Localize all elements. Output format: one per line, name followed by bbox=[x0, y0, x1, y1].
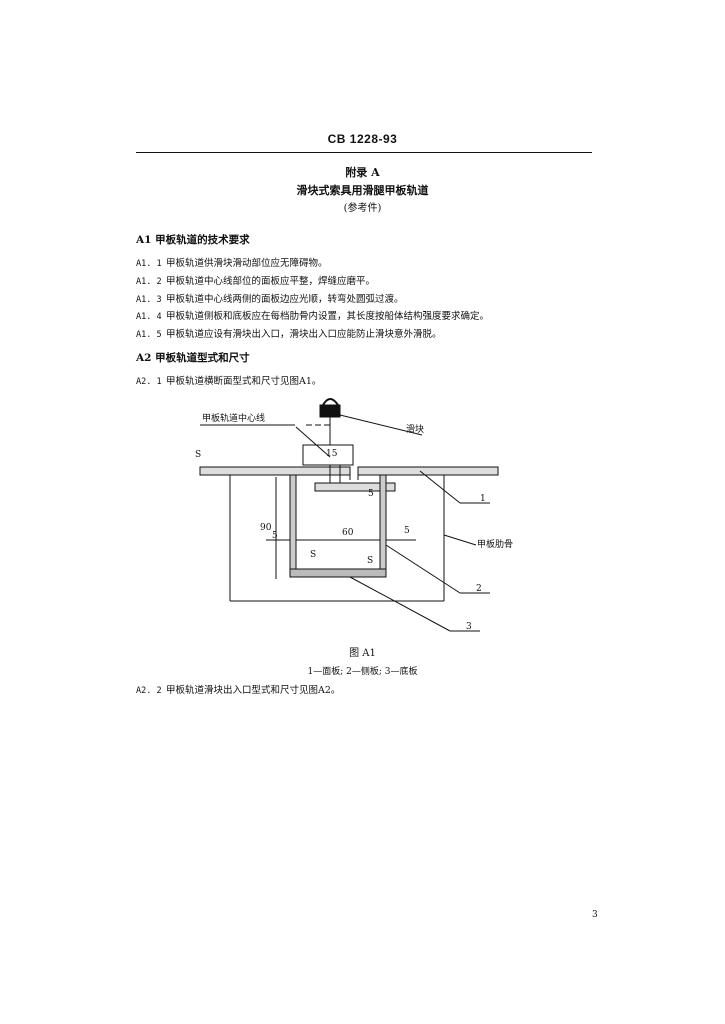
label-centerline: 甲板轨道中心线 bbox=[202, 412, 265, 424]
clause-number: A1. 1 bbox=[136, 259, 162, 269]
clause-text: 甲板轨道中心线两侧的面板边应光顺，转弯处圆弧过渡。 bbox=[166, 294, 404, 305]
dim-5-c: 5 bbox=[404, 526, 410, 536]
ref-1: 1 bbox=[480, 494, 486, 504]
clause-number: A2. 1 bbox=[136, 377, 162, 387]
dim-s-2: S bbox=[310, 550, 316, 560]
clause-a2-2: A2. 2 甲板轨道滑块出入口型式和尺寸见图A2。 bbox=[136, 682, 340, 696]
dim-90: 90 bbox=[260, 523, 272, 533]
appendix-label: 附录 A bbox=[345, 166, 380, 179]
label-slider: 滑块 bbox=[406, 423, 424, 435]
page-number: 3 bbox=[592, 910, 598, 920]
dim-s-3: S bbox=[367, 556, 373, 566]
clause-a1-1: A1. 1 甲板轨道供滑块滑动部位应无障碍物。 bbox=[136, 255, 328, 269]
clause-a1-5: A1. 5 甲板轨道应设有滑块出入口，滑块出入口应能防止滑块意外滑脱。 bbox=[136, 326, 442, 340]
ref-3: 3 bbox=[466, 622, 472, 632]
figure-a1-drawing: 甲板轨道中心线 滑块 甲板肋骨 15 5 5 5 60 90 S S S 1 2… bbox=[195, 398, 513, 632]
clause-text: 甲板轨道中心线部位的面板应平整，焊缝应磨平。 bbox=[166, 276, 376, 287]
clause-number: A2. 2 bbox=[136, 686, 162, 696]
clause-text: 甲板轨道滑块出入口型式和尺寸见图A2。 bbox=[166, 685, 341, 696]
dim-60: 60 bbox=[342, 528, 354, 538]
dim-5-a: 5 bbox=[368, 489, 374, 499]
figure-a1: 甲板轨道中心线 滑块 甲板肋骨 15 5 5 5 60 90 S S S 1 2… bbox=[180, 385, 540, 645]
clause-number: A1. 4 bbox=[136, 312, 162, 322]
header-rule bbox=[136, 152, 592, 153]
appendix-title: 滑块式索具用滑腿甲板轨道 bbox=[296, 184, 429, 197]
dim-5-b: 5 bbox=[272, 531, 278, 541]
clause-text: 甲板轨道应设有滑块出入口，滑块出入口应能防止滑块意外滑脱。 bbox=[166, 329, 442, 340]
figure-caption: 图 A1 bbox=[349, 648, 376, 659]
document-code: CB 1228-93 bbox=[327, 132, 398, 146]
clause-a1-3: A1. 3 甲板轨道中心线两侧的面板边应光顺，转弯处圆弧过渡。 bbox=[136, 291, 404, 305]
section-heading-a1: A1 甲板轨道的技术要求 bbox=[136, 234, 250, 246]
clause-a1-4: A1. 4 甲板轨道侧板和底板应在每档肋骨内设置，其长度按船体结构强度要求确定。 bbox=[136, 308, 489, 322]
label-beam: 甲板肋骨 bbox=[477, 538, 513, 550]
clause-a1-2: A1. 2 甲板轨道中心线部位的面板应平整，焊缝应磨平。 bbox=[136, 273, 375, 287]
ref-2: 2 bbox=[476, 584, 482, 594]
clause-text: 甲板轨道侧板和底板应在每档肋骨内设置，其长度按船体结构强度要求确定。 bbox=[166, 311, 490, 322]
clause-text: 甲板轨道横断面型式和尺寸见图A1。 bbox=[166, 376, 322, 387]
dim-s-1: S bbox=[195, 450, 201, 460]
dim-15: 15 bbox=[326, 449, 338, 459]
clause-a2-1: A2. 1 甲板轨道横断面型式和尺寸见图A1。 bbox=[136, 373, 321, 387]
clause-number: A1. 3 bbox=[136, 295, 162, 305]
appendix-note: (参考件) bbox=[343, 203, 382, 214]
section-heading-a2: A2 甲板轨道型式和尺寸 bbox=[136, 352, 250, 364]
clause-text: 甲板轨道供滑块滑动部位应无障碍物。 bbox=[166, 258, 328, 269]
figure-legend: 1—面板; 2—侧板; 3—底板 bbox=[307, 667, 418, 677]
clause-number: A1. 2 bbox=[136, 277, 162, 287]
clause-number: A1. 5 bbox=[136, 330, 162, 340]
